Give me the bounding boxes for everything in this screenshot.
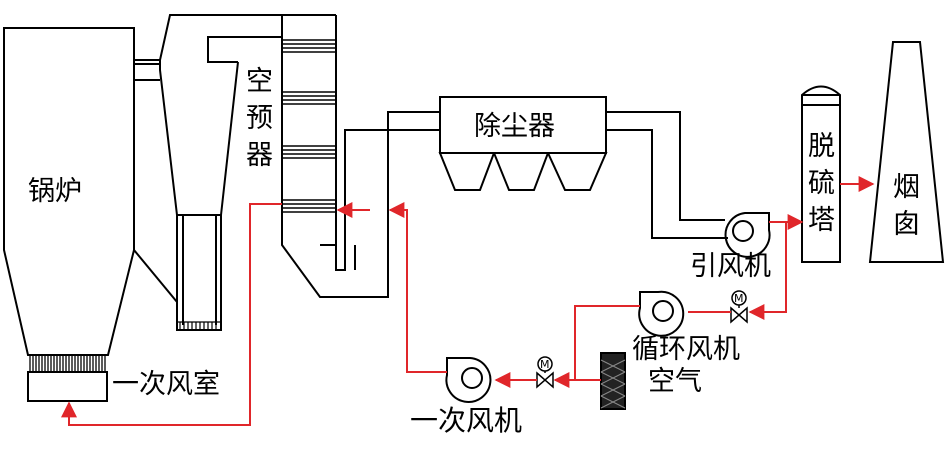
recirculation-valve-motor-symbol: M <box>734 292 744 305</box>
air-preheater-label-2: 预 <box>246 103 273 134</box>
desulfurization-tower-label-1: 脱 <box>808 131 835 162</box>
primary-air-damper-valve <box>536 356 554 389</box>
primary-air-chamber-label: 一次风室 <box>112 369 220 400</box>
primary-air-chamber <box>27 371 108 402</box>
air-preheater-label-1: 空 <box>246 66 273 97</box>
induced-draft-fan-label: 引风机 <box>690 251 771 282</box>
dust-collector <box>438 96 608 191</box>
air-flow-lines <box>61 176 875 426</box>
primary-air-valve-motor-symbol: M <box>540 358 550 371</box>
flow-primary-fan-to-preheater <box>388 202 447 373</box>
flue-duct-to-fan <box>606 111 728 239</box>
boiler-label: 锅炉 <box>28 176 82 207</box>
primary-air-fan-label: 一次风机 <box>410 404 522 437</box>
desulfurization-tower-label-2: 硫 <box>808 168 835 199</box>
air-label: 空气 <box>648 366 702 397</box>
primary-air-fan <box>445 357 492 403</box>
chimney-label-1: 烟 <box>893 172 920 203</box>
induced-draft-fan <box>724 212 771 258</box>
air-intake-filter-hatch <box>600 359 626 409</box>
cyclone-return-leg <box>177 321 221 330</box>
flow-recirculation-branch <box>748 222 787 320</box>
boiler-grate <box>29 356 106 371</box>
chimney-label-2: 囱 <box>893 209 920 240</box>
recirculation-damper-valve <box>730 290 748 324</box>
air-preheater-label-3: 器 <box>246 140 273 171</box>
desulfurization-tower-label-3: 塔 <box>808 205 835 236</box>
dust-collector-label: 除尘器 <box>474 111 555 142</box>
flow-recirculation-to-junction <box>574 305 640 380</box>
boiler <box>3 27 135 356</box>
air-preheater-tube-bundles <box>282 39 336 213</box>
cyclone-separator <box>133 14 283 331</box>
air-preheater <box>281 14 440 298</box>
flow-preheater-to-air-chamber <box>61 203 282 426</box>
recirculation-fan-label: 循环风机 <box>632 334 740 365</box>
recirculation-fan <box>638 290 685 337</box>
chimney <box>868 41 945 263</box>
